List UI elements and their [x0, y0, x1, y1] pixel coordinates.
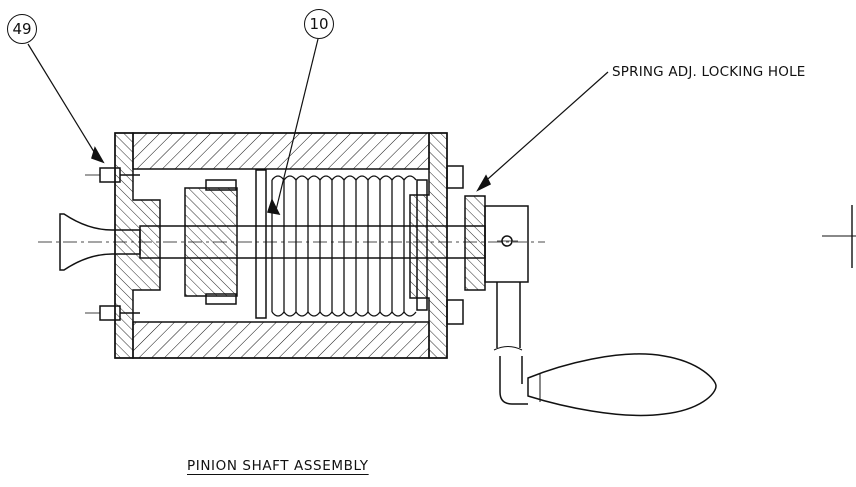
- balloon-10: 10: [304, 9, 334, 39]
- crank-hub: [484, 205, 529, 283]
- right-end-cap: [409, 132, 448, 359]
- spring-plate-right: [416, 179, 428, 311]
- locking-collar: [464, 195, 486, 291]
- left-end-cap: [114, 132, 161, 359]
- leader-49: [27, 43, 100, 161]
- spring-locking-hole-callout: SPRING ADJ. LOCKING HOLE: [612, 64, 806, 80]
- screw-bottom-left: [85, 305, 140, 321]
- balloon-10-label: 10: [309, 15, 329, 33]
- screw-bottom-right: [446, 299, 464, 325]
- drawing-title: PINION SHAFT ASSEMBLY: [187, 458, 369, 474]
- balloon-49: 49: [7, 14, 37, 44]
- spring-coils: [271, 175, 417, 317]
- housing-top-wall: [132, 132, 430, 170]
- housing-bottom-wall: [132, 321, 430, 359]
- spring-plate-left: [255, 169, 267, 319]
- leader-spring: [479, 71, 609, 187]
- balloon-49-label: 49: [12, 20, 32, 38]
- crank-arm: [496, 282, 521, 348]
- pinion-gear: [184, 187, 238, 297]
- leader-10: [275, 38, 319, 211]
- crank-handle: [527, 353, 717, 417]
- screw-top-left: [85, 167, 140, 183]
- screw-top-right: [446, 165, 464, 189]
